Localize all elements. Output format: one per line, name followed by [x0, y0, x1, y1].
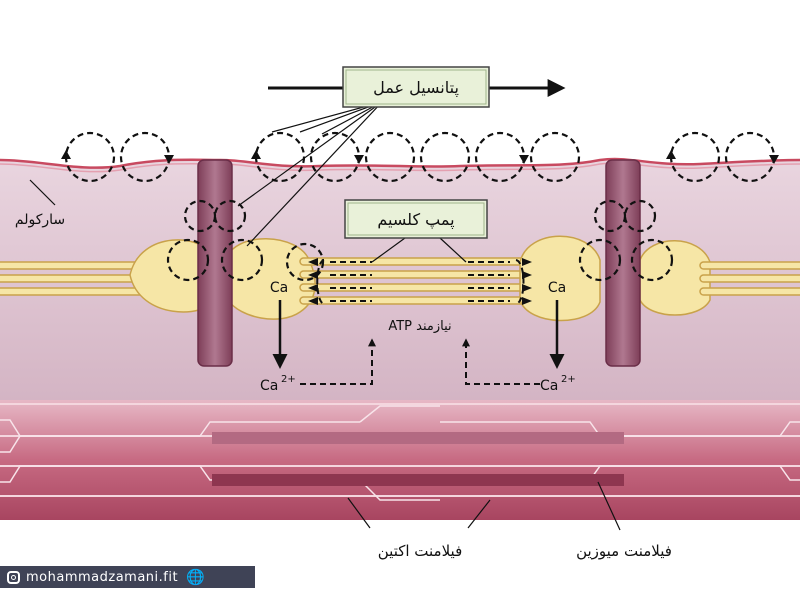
calcium-pump-box: پمپ کلسیم	[344, 199, 488, 239]
watermark: mohammadzamani.fit 🌐	[0, 566, 255, 588]
svg-text:2+: 2+	[281, 374, 296, 385]
calcium-pump-arrows	[316, 259, 525, 305]
globe-icon: 🌐	[186, 568, 206, 586]
t-tubule-right	[605, 159, 641, 367]
ca-label-left: Ca	[270, 280, 288, 296]
atp-required-label: ATP نیازمند	[388, 319, 451, 334]
sarcolemma-membrane	[0, 157, 800, 169]
watermark-handle: mohammadzamani.fit	[26, 569, 179, 585]
action-potential-label: پتانسیل عمل	[373, 78, 459, 98]
ca-return-right	[462, 338, 540, 385]
ca-return-left	[300, 338, 376, 385]
myosin-filament-upper	[212, 432, 624, 444]
svg-text:2+: 2+	[561, 374, 576, 385]
myosin-filament-lower	[212, 474, 624, 486]
instagram-icon	[7, 570, 20, 584]
calcium-pump-label: پمپ کلسیم	[377, 210, 454, 230]
ca2-label-right: Ca 2+	[540, 374, 576, 394]
ca2-label-left: Ca 2+	[260, 374, 296, 394]
myofibril	[0, 400, 800, 520]
action-potential-box: پتانسیل عمل	[342, 66, 490, 108]
sarcolemma-label: سارکولم	[15, 212, 65, 228]
svg-text:Ca: Ca	[540, 378, 558, 394]
actin-filament-label: فیلامنت اکتین	[378, 542, 463, 560]
loop-arrowheads	[61, 150, 779, 164]
t-tubule-left	[197, 159, 233, 367]
ca-label-right: Ca	[548, 280, 566, 296]
svg-text:Ca: Ca	[260, 378, 278, 394]
myosin-filament-label: فیلامنت میوزین	[576, 542, 672, 560]
